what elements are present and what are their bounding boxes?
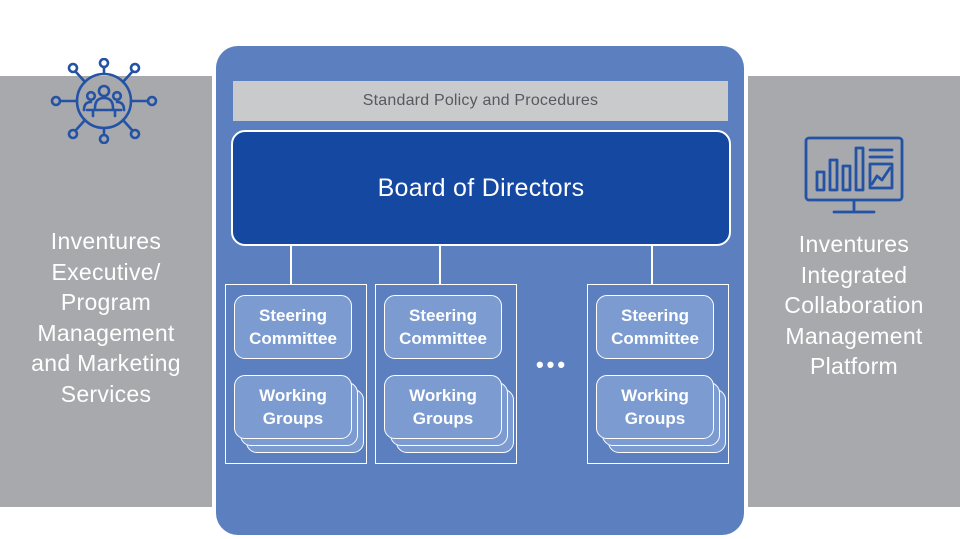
- main-panel: [216, 46, 744, 535]
- right-panel: Inventures Integrated Collaboration Mana…: [748, 76, 960, 507]
- connector-line: [651, 246, 653, 284]
- committee-column: Steering Committee Working Groups: [375, 284, 517, 464]
- working-groups-box: Working Groups: [234, 375, 352, 439]
- steering-committee-box: Steering Committee: [596, 295, 714, 359]
- steering-committee-box: Steering Committee: [234, 295, 352, 359]
- right-panel-label: Inventures Integrated Collaboration Mana…: [784, 231, 924, 379]
- team-network-icon: [50, 58, 158, 144]
- working-groups-stack: Working Groups: [596, 375, 728, 457]
- monitor-dashboard-icon: [804, 136, 904, 214]
- left-panel: Inventures Executive/ Program Management…: [0, 76, 212, 507]
- left-panel-label: Inventures Executive/ Program Management…: [31, 228, 181, 407]
- steering-committee-box: Steering Committee: [384, 295, 502, 359]
- connector-line: [439, 246, 441, 284]
- board-of-directors-box: Board of Directors: [231, 130, 731, 246]
- committee-column: Steering Committee Working Groups: [587, 284, 729, 464]
- working-groups-stack: Working Groups: [384, 375, 516, 457]
- working-groups-stack: Working Groups: [234, 375, 366, 457]
- policy-bar: Standard Policy and Procedures: [233, 81, 728, 121]
- committee-column: Steering Committee Working Groups: [225, 284, 367, 464]
- more-columns-ellipsis: •••: [535, 352, 569, 377]
- working-groups-box: Working Groups: [384, 375, 502, 439]
- working-groups-box: Working Groups: [596, 375, 714, 439]
- connector-line: [290, 246, 292, 284]
